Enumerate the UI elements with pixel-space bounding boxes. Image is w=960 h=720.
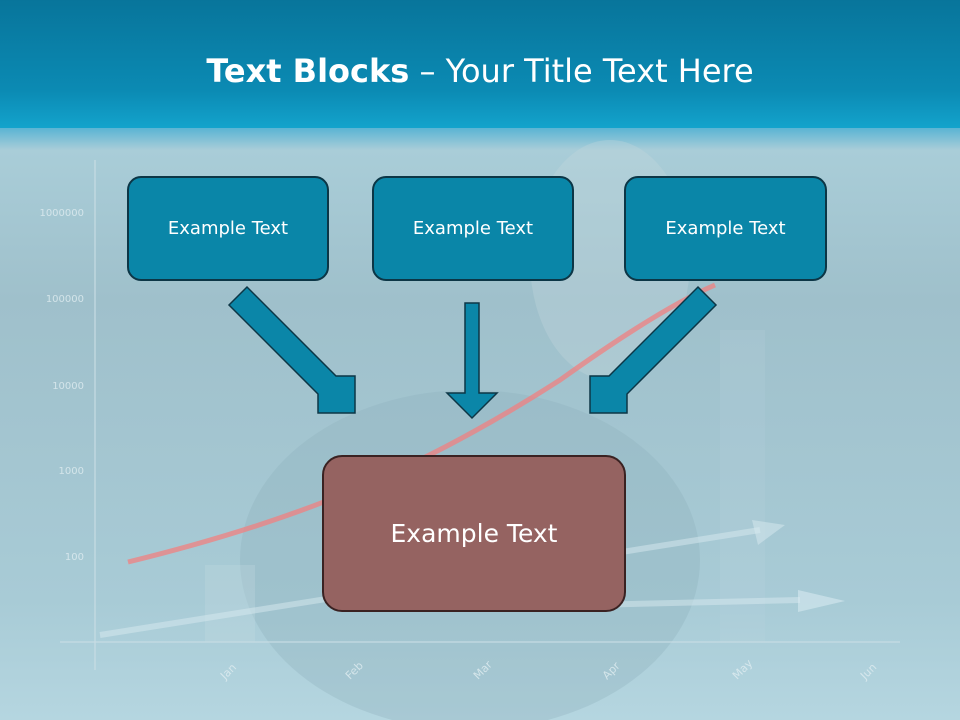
y-tick-label: 100 xyxy=(65,552,84,563)
red-trend-line xyxy=(127,282,716,565)
title-bar xyxy=(0,0,960,128)
light-trend-arrow xyxy=(589,597,801,608)
text-block-label: Example Text xyxy=(167,218,289,239)
y-tick-label: 100000 xyxy=(46,294,84,305)
text-block-2: Example Text xyxy=(372,176,574,281)
center-text-block: Example Text xyxy=(322,455,626,612)
title-rest: Your Title Text Here xyxy=(445,52,754,90)
y-tick-label: 1000 xyxy=(59,466,84,477)
text-block-3: Example Text xyxy=(624,176,827,281)
title-bold: Text Blocks xyxy=(206,52,410,90)
light-trend-arrowhead xyxy=(798,590,845,612)
text-block-label: Example Text xyxy=(665,218,786,239)
text-block-label: Example Text xyxy=(412,218,534,239)
title-dash: – xyxy=(409,52,446,90)
y-tick-label: 10000 xyxy=(52,381,84,392)
background-bar xyxy=(720,330,765,642)
arrow-left-down-icon xyxy=(227,285,356,414)
y-tick-label: 1000000 xyxy=(39,208,84,219)
arrow-down-icon xyxy=(445,302,499,420)
center-text-block-label: Example Text xyxy=(390,519,558,548)
slide-title: Text Blocks – Your Title Text Here xyxy=(0,52,960,90)
light-trend-arrowhead xyxy=(752,520,785,545)
background-bar xyxy=(205,565,255,642)
arrow-right-down-icon xyxy=(589,285,718,414)
text-block-1: Example Text xyxy=(127,176,329,281)
